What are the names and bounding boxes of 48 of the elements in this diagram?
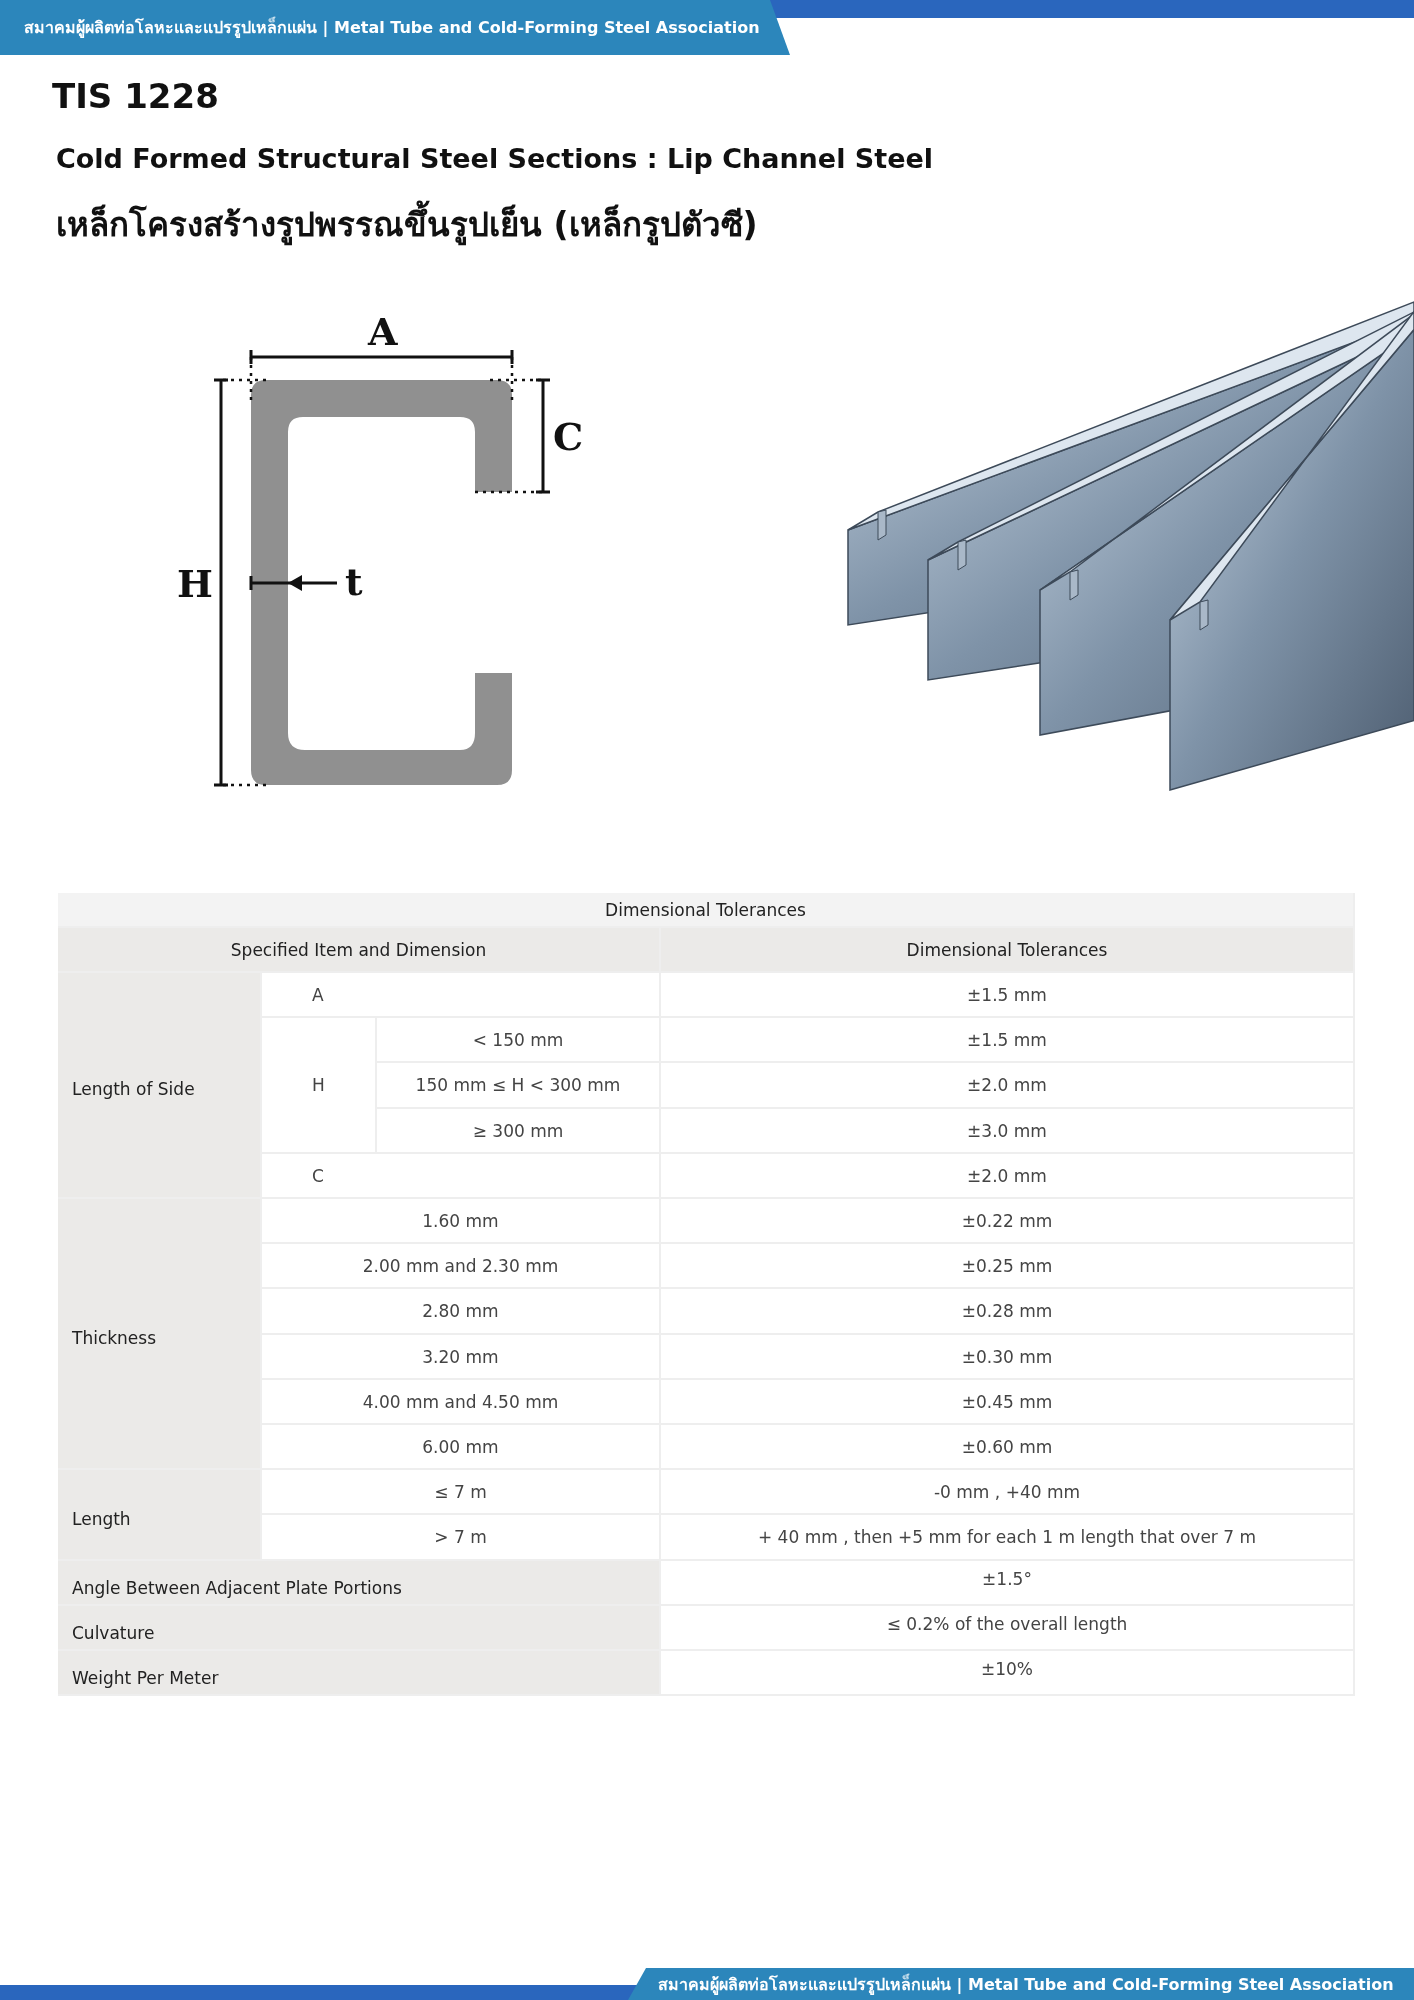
table-cell: ±0.28 mm [661,1289,1355,1335]
table-cell: -0 mm , +40 mm [661,1470,1355,1515]
table-cell: ±3.0 mm [661,1109,1355,1154]
table-cell: < 150 mm [377,1018,661,1063]
table-cell: 150 mm ≤ H < 300 mm [377,1063,661,1109]
table-cell: ≤ 7 m [262,1470,661,1515]
table-cell: Dimensional Tolerances [58,893,1355,928]
table-cell: 6.00 mm [262,1425,661,1470]
table-cell: Weight Per Meter [58,1651,661,1696]
subtitle: เหล็กโครงสร้างรูปพรรณขึ้นรูปเย็น (เหล็กรูปตัวซี) [56,198,758,251]
table-cell: ±1.5° [661,1561,1355,1606]
table-cell: ±0.45 mm [661,1380,1355,1425]
table-cell: 1.60 mm [262,1199,661,1244]
table-cell: Length of Side [58,973,262,1199]
table-cell: ±0.60 mm [661,1425,1355,1470]
table-cell: ±0.30 mm [661,1335,1355,1380]
table-cell: 4.00 mm and 4.50 mm [262,1380,661,1425]
table-cell: > 7 m [262,1515,661,1561]
table-cell: Thickness [58,1199,262,1470]
table-cell: 2.80 mm [262,1289,661,1335]
table-cell: A [262,973,661,1018]
title: TIS 1228 [52,76,219,116]
table-cell: ≥ 300 mm [377,1109,661,1154]
table-cell: Specified Item and Dimension [58,928,661,973]
table-cell: 3.20 mm [262,1335,661,1380]
banner: สมาคมผู้ผลิตท่อโลหะและแปรรูปเหล็กแผ่น | Metal Tube and Cold-Forming Steel Association [628,1968,1414,2000]
dimension-letter: H [177,565,213,603]
table-cell: ±2.0 mm [661,1063,1355,1109]
table-cell: C [262,1154,661,1199]
dimension-letter: C [553,418,584,456]
dimension-letter: A [368,313,398,351]
dimension-letter: t [345,563,363,601]
table-cell: Length [58,1470,262,1561]
banner: สมาคมผู้ผลิตท่อโลหะและแปรรูปเหล็กแผ่น | Metal Tube and Cold-Forming Steel Association [0,0,790,55]
table-cell: Culvature [58,1606,661,1651]
table-cell: 2.00 mm and 2.30 mm [262,1244,661,1289]
subtitle: Cold Formed Structural Steel Sections : Lip Channel Steel [56,143,934,174]
table-cell: ±0.22 mm [661,1199,1355,1244]
table-cell: Dimensional Tolerances [661,928,1355,973]
table-cell: ±1.5 mm [661,973,1355,1018]
table-cell: ±1.5 mm [661,1018,1355,1063]
table-cell: H [262,1018,377,1154]
table-cell: Angle Between Adjacent Plate Portions [58,1561,661,1606]
table-cell: ±2.0 mm [661,1154,1355,1199]
table-cell: ±0.25 mm [661,1244,1355,1289]
table-cell: ≤ 0.2% of the overall length [661,1606,1355,1651]
table-cell: + 40 mm , then +5 mm for each 1 m length that over 7 m [661,1515,1355,1561]
table-cell: ±10% [661,1651,1355,1696]
